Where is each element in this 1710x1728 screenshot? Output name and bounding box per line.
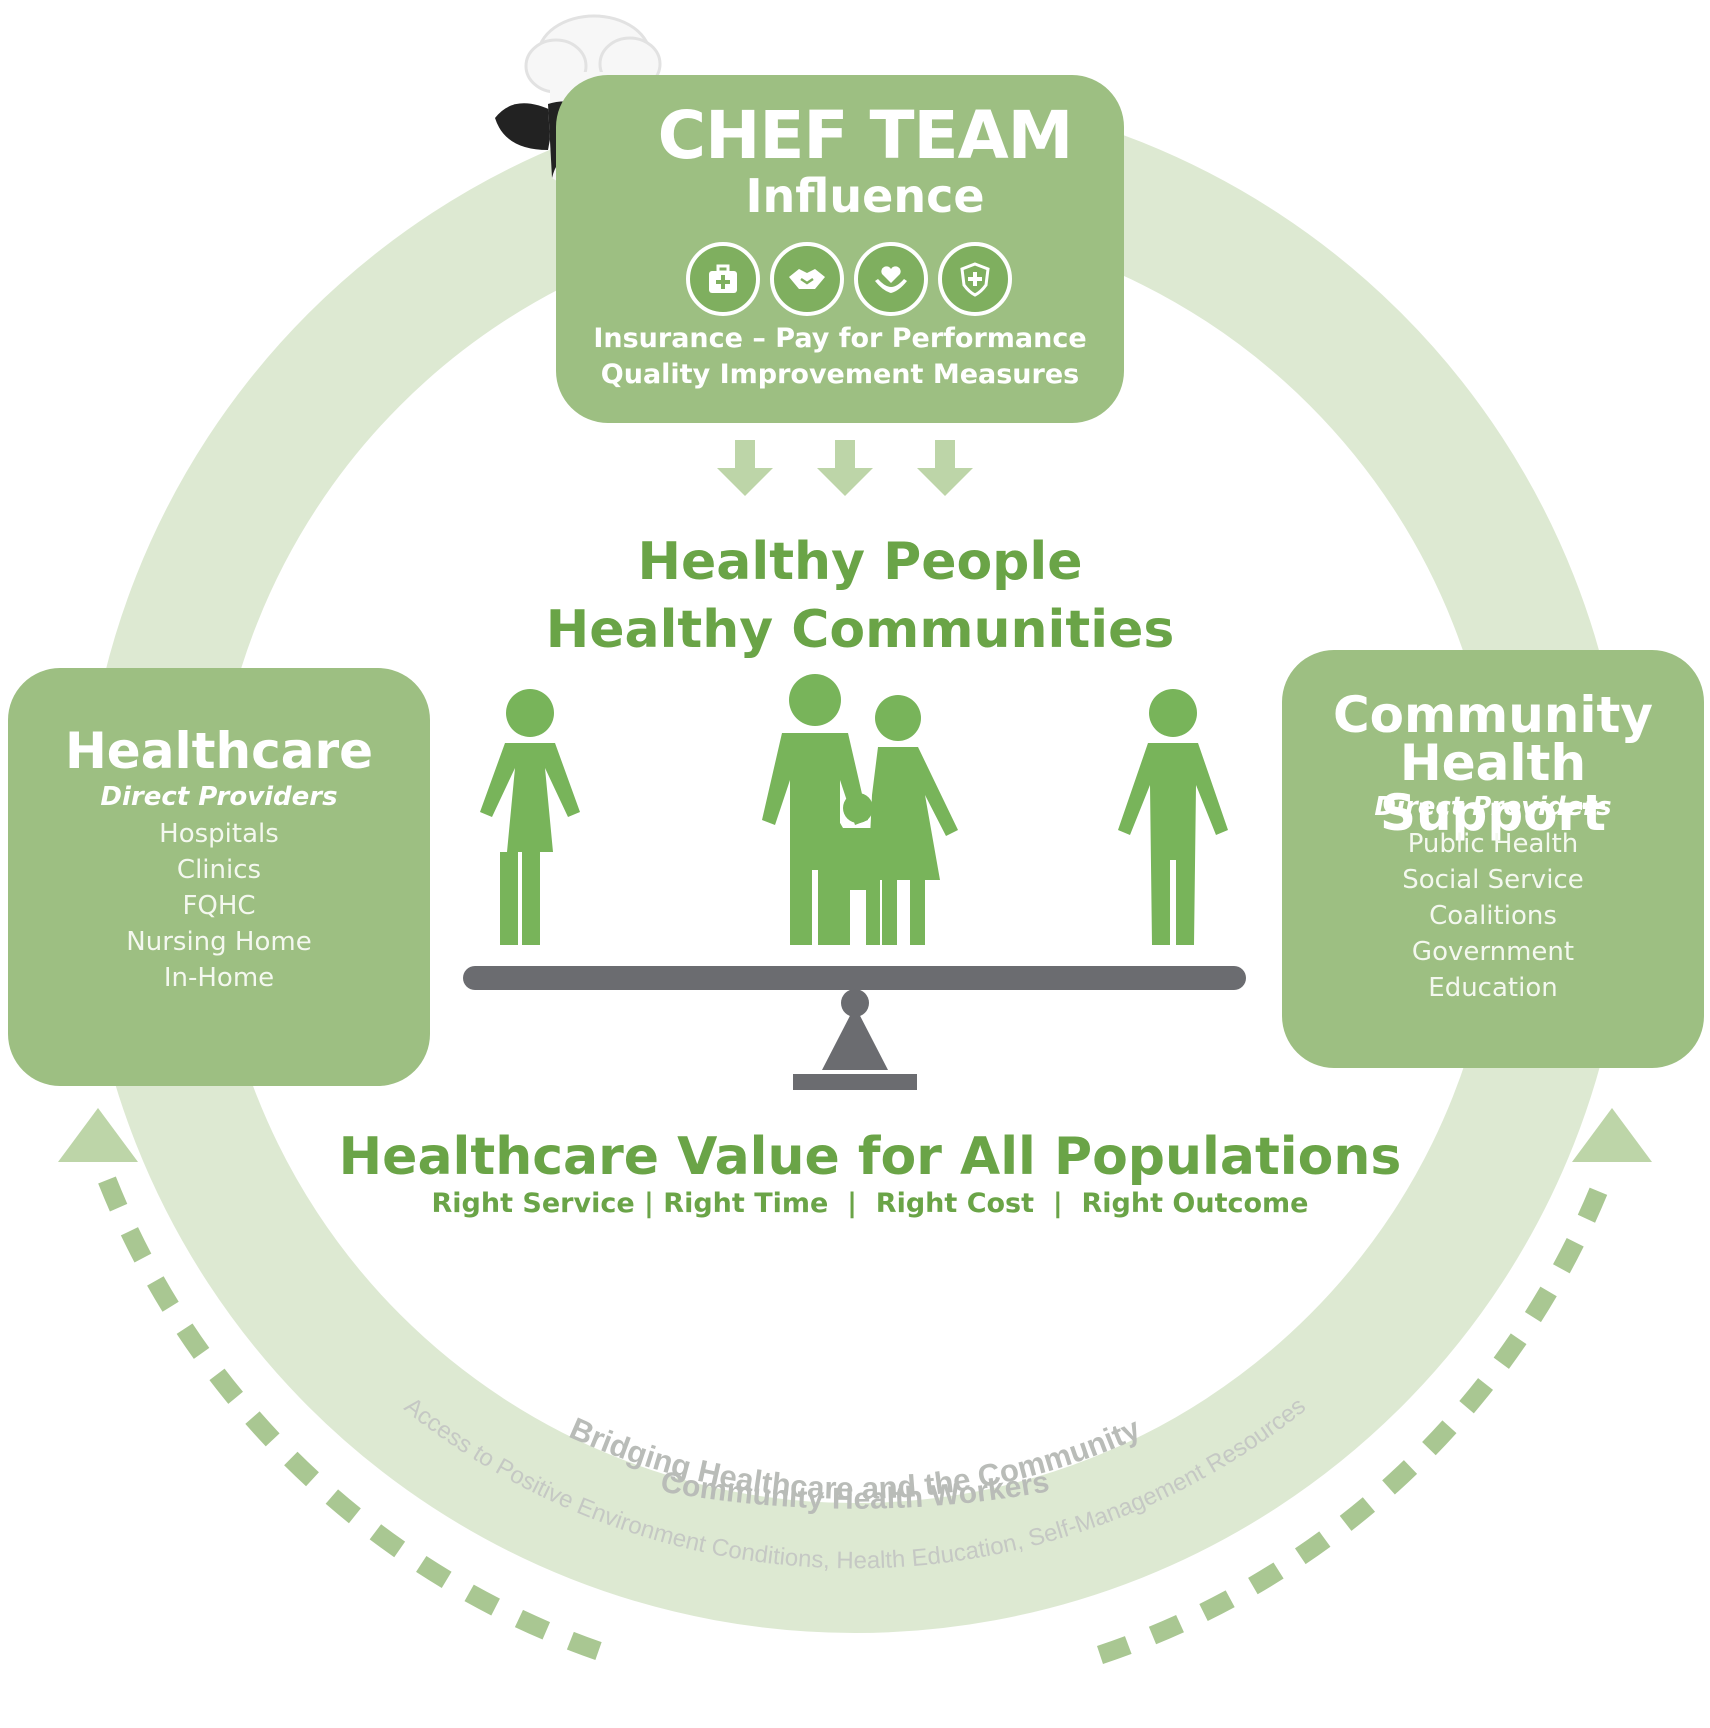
up-arrow-icon [1572, 1108, 1652, 1162]
list-item: Government [1411, 937, 1575, 967]
family-figure-icon [762, 674, 958, 945]
chef-icon-row [686, 242, 1012, 316]
healthcare-box: Healthcare Direct Providers Hospitals Cl… [8, 668, 430, 1086]
list-item: Nursing Home [126, 927, 312, 957]
community-health-support-box: Community Health Support Direct Provider… [1282, 650, 1704, 1068]
chef-team-line-2: Quality Improvement Measures [600, 359, 1080, 390]
healthcare-provider-list: Hospitals Clinics FQHC Nursing Home In-H… [8, 816, 430, 996]
handshake-icon [770, 242, 844, 316]
community-title-line-1: Community [1332, 686, 1654, 744]
chef-team-box: CHEF TEAM Influence Insurance – Pay for … [556, 75, 1124, 423]
community-provider-list: Public Health Social Service Coalitions … [1282, 826, 1704, 1006]
healthy-people-heading: Healthy People [637, 532, 1083, 592]
chef-team-subtitle: Influence [745, 169, 985, 223]
medical-kit-icon [686, 242, 760, 316]
down-arrow-icon [917, 440, 973, 496]
list-item: Social Service [1402, 865, 1584, 895]
healthcare-subtitle: Direct Providers [100, 782, 338, 812]
up-arrow-icon [58, 1108, 138, 1162]
healthcare-value-subtitle: Right Service | Right Time | Right Cost … [431, 1188, 1309, 1219]
man-figure-icon [1118, 689, 1228, 945]
healthy-communities-heading: Healthy Communities [545, 600, 1175, 660]
list-item: Education [1428, 973, 1558, 1003]
scale-beam [463, 966, 1246, 990]
woman-figure-icon [480, 689, 580, 945]
list-item: Clinics [176, 855, 262, 885]
shield-plus-icon [938, 242, 1012, 316]
healthcare-value-title: Healthcare Value for All Populations [338, 1127, 1402, 1187]
chef-team-title: CHEF TEAM [657, 97, 1074, 174]
list-item: Hospitals [159, 819, 279, 849]
scale-base [822, 1006, 888, 1070]
down-arrow-icon [717, 440, 773, 496]
community-health-workers-dashed-arc [1096, 1176, 1612, 1665]
healthcare-title: Healthcare [64, 722, 374, 780]
list-item: FQHC [182, 891, 256, 921]
down-arrow-icon [817, 440, 873, 496]
scale-pivot [841, 989, 869, 1017]
scale-base-plate [793, 1074, 917, 1090]
list-item: In-Home [163, 963, 275, 993]
list-item: Public Health [1407, 829, 1579, 859]
community-health-workers-dashed-arc [98, 1176, 614, 1665]
list-item: Coalitions [1429, 901, 1557, 931]
community-title-line-2: Health Support [1379, 734, 1607, 842]
hands-heart-icon [854, 242, 928, 316]
community-subtitle: Direct Providers [1374, 792, 1612, 822]
chef-team-line-1: Insurance – Pay for Performance [593, 323, 1087, 354]
